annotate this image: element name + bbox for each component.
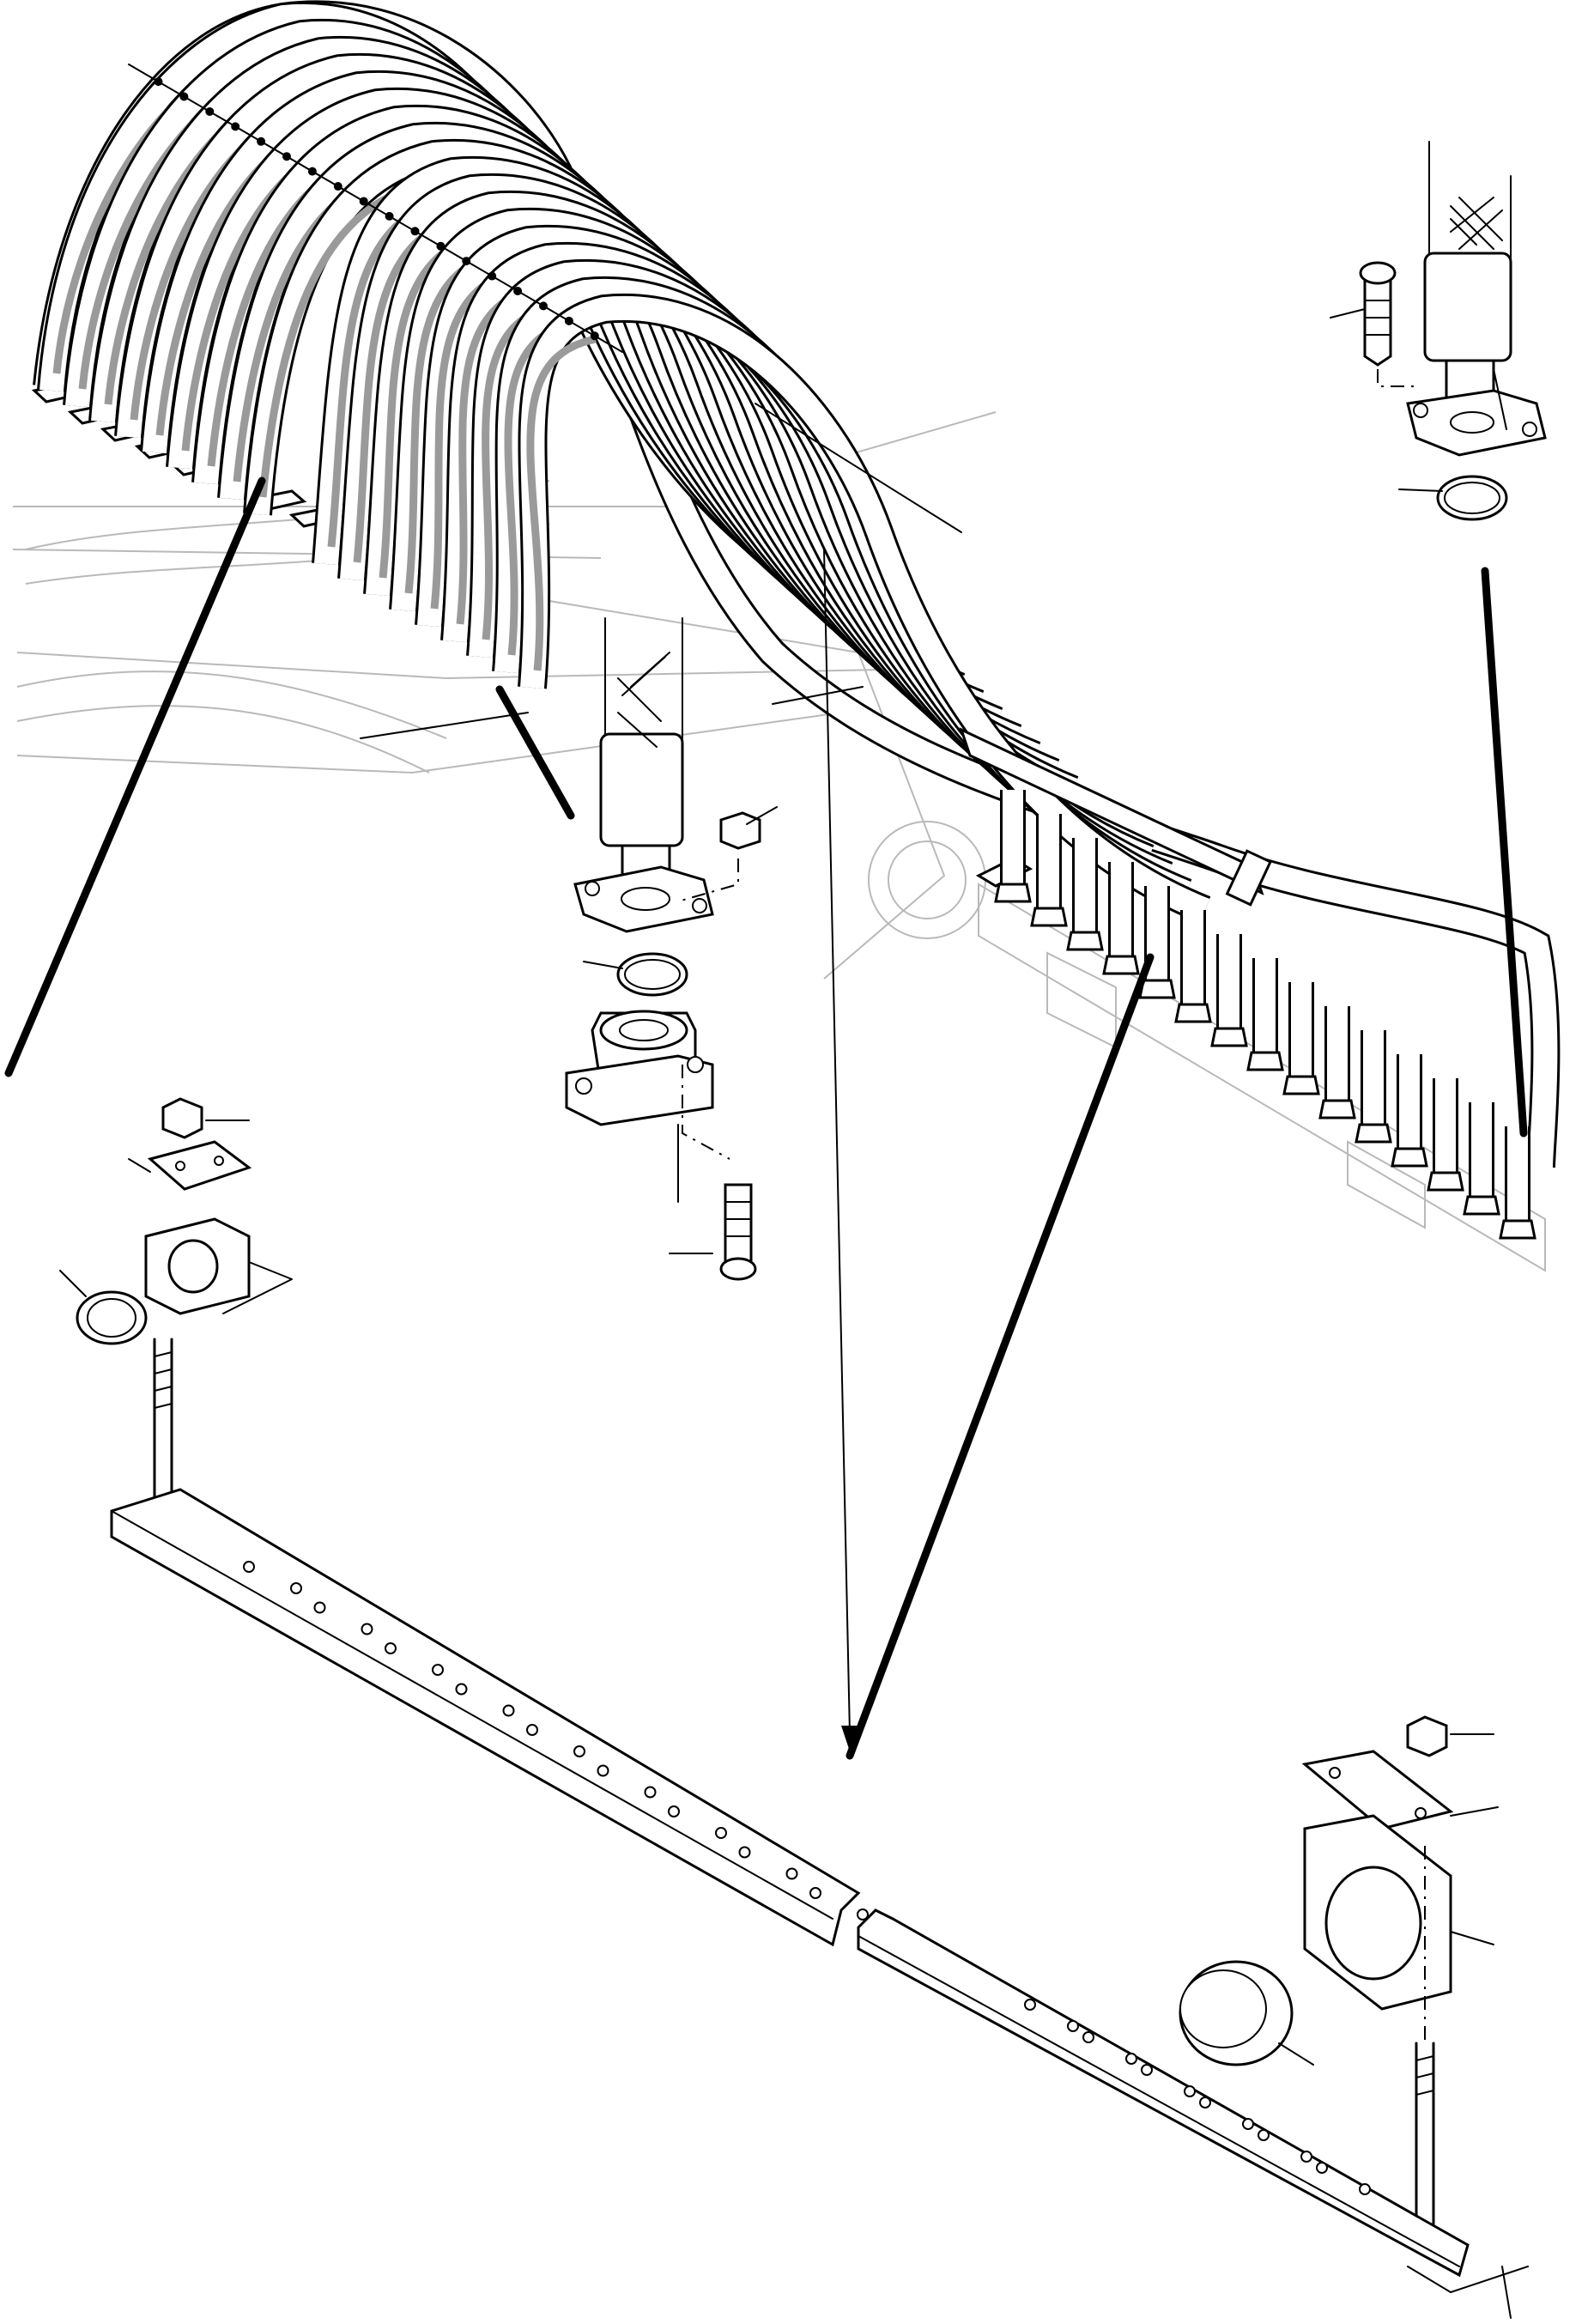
rail-hole [1141,2064,1153,2076]
rail-hole [573,1745,585,1757]
rail-hole [785,1867,798,1880]
bundle-dot [359,197,368,206]
rail-hole [809,1887,821,1899]
right-hose-fitting [1030,907,1068,927]
right-hose-fitting [1066,931,1104,951]
fitting-detail-top-right [1330,141,1547,521]
clamp-rail [110,1488,1529,2319]
fitting-detail-center [565,617,778,1281]
hose-shading [526,335,597,671]
spacer-bar-on-hoses [959,727,1272,907]
bundle-dot [488,271,497,281]
bundle-callout-leader [128,64,623,353]
rail-hole [243,1561,255,1573]
hose-lines [37,1,1211,924]
bundle-dot [385,211,394,221]
bundle-dot [590,331,599,341]
rail-hole [668,1805,680,1817]
bundle-dot [539,301,548,311]
right-hose-fitting [1499,1219,1536,1240]
rail-hole [455,1683,468,1696]
bundle-dot [436,241,445,251]
bundle-dot [282,152,291,161]
right-hose-fitting [1318,1099,1356,1120]
right-hose-fitting [1355,1123,1392,1144]
rail-hole [290,1582,302,1594]
right-hose-fitting [1427,1171,1464,1192]
rail-hole [1316,2162,1328,2174]
rail-hole [715,1827,727,1839]
rail-hole [1067,2020,1079,2032]
rail-hole [1199,2096,1211,2109]
bundle-dot [564,316,573,325]
rail-hole [644,1786,657,1799]
rail-hole [526,1724,538,1736]
right-hose-fitting [1463,1195,1500,1216]
rail-hole [1242,2118,1254,2130]
rail-hole [1359,2183,1371,2195]
right-hose-fitting [994,883,1032,903]
clamp-detail-right [1179,1715,1499,2251]
rail-hole [1184,2085,1196,2097]
bundle-dot [410,227,420,236]
right-hose-fitting [1391,1147,1428,1168]
right-hose-fitting [1210,1027,1248,1047]
bundle-dot [513,286,523,295]
rail-hole [502,1704,515,1717]
bundle-dot [179,92,189,101]
rail-hole [1082,2031,1094,2043]
bundle-dot [231,122,240,131]
right-hose-fitting [1102,955,1140,975]
bundle-dot [307,167,317,176]
bundle-dot [333,182,342,191]
right-hose-fitting [1246,1051,1284,1071]
right-fittings [994,790,1536,1240]
bundle-dot [257,137,266,146]
rail-hole [1258,2129,1270,2141]
rail-hole [857,1908,869,1920]
bundle-dot [154,77,163,87]
rail-hole [1300,2151,1312,2163]
bundle-dot [205,106,215,116]
rail-hole [313,1601,326,1614]
rail-hole [1125,2053,1137,2065]
right-hose-fitting [1282,1075,1320,1095]
rail-hole [738,1846,751,1859]
rail-holes [243,1561,1371,2195]
bundle-dot [462,257,471,266]
rail-hole [597,1764,609,1777]
rail-hole [385,1642,397,1654]
callout-arrows [4,403,1528,1760]
rail-hole [361,1623,373,1635]
right-hose-fitting [1174,1003,1212,1023]
right-hose-fitting [1138,979,1176,999]
rail-hole [1024,1999,1036,2011]
clamp-detail-left [59,1097,293,1513]
rail-hole [432,1664,444,1676]
